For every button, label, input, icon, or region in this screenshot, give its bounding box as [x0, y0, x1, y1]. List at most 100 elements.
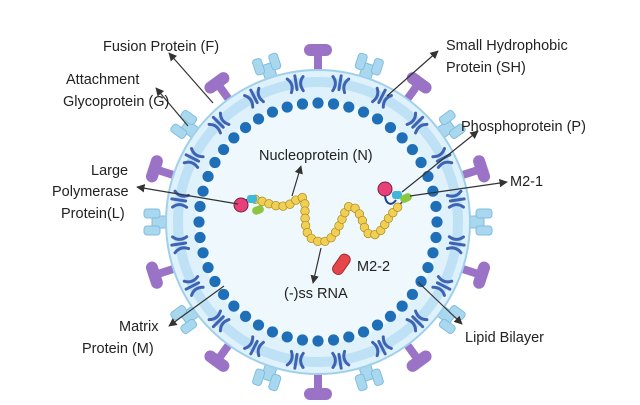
matrix-protein-dot: [430, 200, 442, 213]
matrix-protein-dot: [281, 101, 293, 113]
matrix-protein-dot: [266, 326, 279, 338]
matrix-protein-dot: [312, 97, 324, 109]
leader-attachment: [155, 87, 189, 127]
matrix-protein-dot: [217, 288, 230, 301]
matrix-protein-dot: [281, 331, 293, 343]
matrix-protein-dot: [209, 156, 221, 169]
large-polymerase-left: [233, 197, 249, 213]
matrix-protein-dot: [194, 231, 206, 244]
label-large-3: Protein(L): [61, 206, 125, 222]
matrix-protein-dot: [396, 132, 408, 144]
leader-phosphoprotein: [401, 130, 479, 193]
polymerase-tether: [384, 195, 397, 205]
matrix-protein-dot: [430, 231, 442, 244]
matrix-protein-dot: [427, 185, 439, 197]
phosphoprotein-right: [392, 191, 402, 199]
label-m2-2: M2-2: [357, 259, 390, 275]
matrix-protein-dot: [415, 156, 427, 169]
sh-protein: [371, 86, 393, 109]
large-polymerase-right: [377, 181, 393, 197]
label-attachment-2: Glycoprotein (G): [63, 94, 169, 110]
matrix-protein-dot: [422, 170, 434, 183]
matrix-protein-dot: [427, 247, 439, 259]
virion-interior: [196, 100, 440, 344]
label-lipid-bilayer: Lipid Bilayer: [465, 330, 544, 346]
matrix-protein-dot: [384, 121, 397, 134]
sh-protein: [285, 349, 305, 370]
label-large-1: Large: [91, 163, 128, 179]
sh-protein: [431, 275, 454, 297]
matrix-protein-dot: [371, 113, 384, 125]
leader-matrix: [168, 285, 225, 327]
label-matrix-1: Matrix: [119, 319, 159, 335]
sh-protein: [182, 147, 205, 169]
matrix-protein-layer: [193, 97, 443, 347]
matrix-protein-dot: [209, 275, 221, 288]
leader-rna: [310, 247, 322, 284]
label-small-hydrophobic-2: Protein (SH): [446, 60, 526, 76]
m2-2-protein: [332, 253, 351, 275]
nucleoprotein-beads: [250, 192, 403, 247]
sh-protein: [207, 309, 231, 333]
sh-protein: [371, 335, 393, 358]
matrix-protein-dot: [296, 334, 309, 346]
sh-protein: [445, 189, 466, 209]
matrix-protein-dot: [343, 101, 355, 113]
matrix-protein-dot: [327, 98, 340, 110]
matrix-protein-dot: [431, 216, 443, 228]
label-phosphoprotein: Phosphoprotein (P): [461, 119, 586, 135]
matrix-protein-dot: [371, 319, 384, 331]
sh-protein: [182, 275, 205, 297]
label-rna: (-)ss RNA: [284, 286, 348, 302]
matrix-protein-dot: [384, 310, 397, 323]
matrix-protein-dot: [239, 121, 252, 134]
label-attachment-1: Attachment: [66, 72, 139, 88]
sh-protein: [243, 86, 265, 109]
label-fusion-protein: Fusion Protein (F): [103, 39, 219, 55]
matrix-protein-dot: [406, 143, 419, 156]
matrix-protein-dot: [343, 331, 355, 343]
label-matrix-2: Protein (M): [82, 341, 154, 357]
matrix-protein-dot: [202, 261, 214, 274]
sh-protein: [285, 74, 305, 95]
matrix-protein-dot: [239, 310, 252, 323]
label-m2-1: M2-1: [510, 174, 543, 190]
matrix-protein-dot: [202, 170, 214, 183]
matrix-protein-dot: [266, 106, 279, 118]
sh-protein: [207, 111, 231, 135]
small-hydrophobic-proteins: [170, 74, 466, 370]
matrix-protein-dot: [396, 300, 408, 312]
m2-1-protein-right: [400, 193, 412, 203]
label-nucleoprotein: Nucleoprotein (N): [259, 148, 373, 164]
matrix-protein-dot: [406, 288, 419, 301]
leader-nucleoprotein: [291, 165, 303, 197]
leader-m2-1: [409, 178, 508, 197]
matrix-protein-dot: [193, 216, 205, 228]
leader-large-polymerase: [136, 184, 239, 205]
sh-protein: [331, 349, 351, 370]
sh-protein: [405, 309, 429, 333]
matrix-protein-dot: [228, 132, 240, 144]
matrix-protein-dot: [252, 319, 265, 331]
matrix-protein-dot: [252, 113, 265, 125]
matrix-protein-dot: [357, 326, 370, 338]
matrix-protein-dot: [228, 300, 240, 312]
m2-1-protein-left: [252, 205, 264, 215]
matrix-protein-dot: [296, 98, 309, 110]
matrix-protein-dot: [415, 275, 427, 288]
sh-protein: [170, 235, 191, 255]
phosphoprotein-left: [247, 195, 257, 203]
sh-protein: [331, 74, 351, 95]
matrix-protein-dot: [197, 185, 209, 197]
matrix-protein-dot: [422, 261, 434, 274]
sh-protein: [445, 235, 466, 255]
matrix-protein-dot: [194, 200, 206, 213]
leader-small-hydrophobic: [386, 50, 439, 97]
matrix-protein-dot: [327, 334, 340, 346]
matrix-protein-dot: [312, 335, 324, 347]
matrix-protein-dot: [217, 143, 230, 156]
sh-protein: [243, 335, 265, 358]
label-small-hydrophobic-1: Small Hydrophobic: [446, 38, 568, 54]
lipid-bilayer-band: [173, 77, 463, 367]
